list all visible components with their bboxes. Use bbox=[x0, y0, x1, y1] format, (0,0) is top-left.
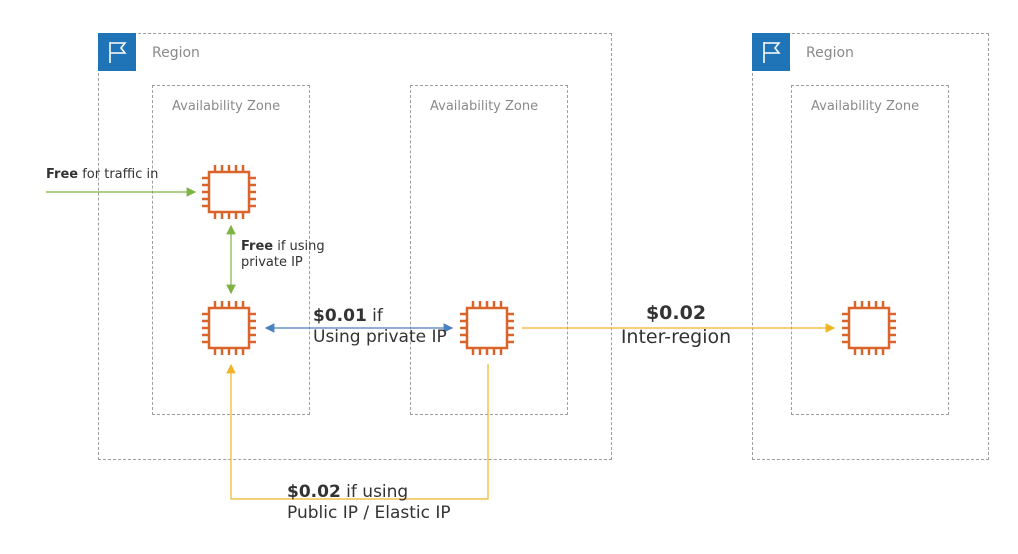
region-flag-icon bbox=[98, 33, 136, 71]
ec2-instance-icon bbox=[202, 301, 256, 355]
traffic-in-label: Free for traffic in bbox=[46, 167, 159, 182]
availability-zone-3 bbox=[791, 85, 949, 415]
availability-zone-label: Availability Zone bbox=[172, 99, 281, 114]
inter-region-cost-label: $0.02 Inter-region bbox=[620, 302, 732, 348]
availability-zone-2 bbox=[410, 85, 568, 415]
cross-az-cost-label: $0.01 if Using private IP bbox=[313, 306, 447, 348]
region-label: Region bbox=[806, 45, 854, 61]
region-label: Region bbox=[152, 45, 200, 61]
public-ip-cost-label: $0.02 if using Public IP / Elastic IP bbox=[287, 482, 451, 524]
public-ip-arrow bbox=[226, 363, 489, 500]
region-1 bbox=[98, 33, 612, 460]
ec2-instance-icon bbox=[202, 165, 256, 219]
region-2 bbox=[752, 33, 989, 460]
region-flag-icon bbox=[752, 33, 790, 71]
availability-zone-label: Availability Zone bbox=[811, 99, 920, 114]
ec2-instance-icon bbox=[842, 301, 896, 355]
ec2-instance-icon bbox=[460, 301, 514, 355]
same-az-cost-label: Free if using private IP bbox=[241, 239, 325, 271]
availability-zone-label: Availability Zone bbox=[430, 99, 539, 114]
